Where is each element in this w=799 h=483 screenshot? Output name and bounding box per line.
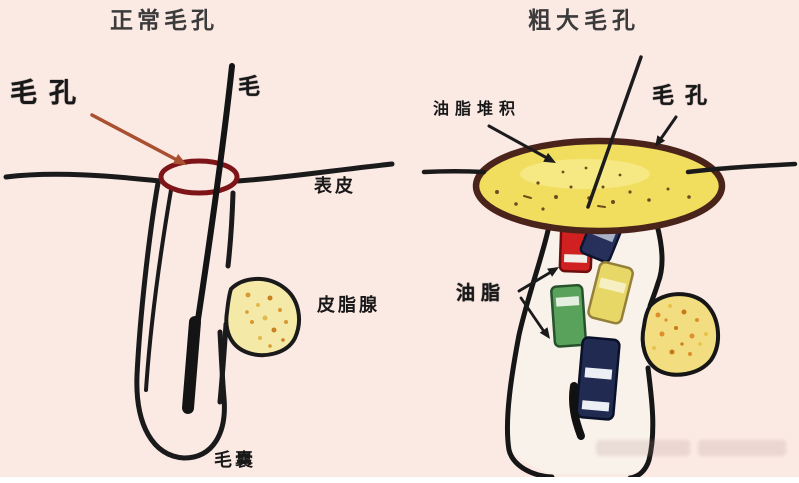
hair-root-left xyxy=(182,316,201,414)
label-oil-buildup: 油脂堆积 xyxy=(433,99,522,118)
label-oil: 油脂 xyxy=(456,282,507,304)
channel-wall-left xyxy=(504,223,555,480)
oil-buildup-arrow xyxy=(487,124,549,160)
sebaceous-gland-right xyxy=(640,292,721,377)
hair-shaft-right xyxy=(586,55,643,209)
channel-wall-right-lower xyxy=(627,365,656,481)
label-pore-right: 毛孔 xyxy=(652,84,719,109)
label-hair-follicle: 毛囊 xyxy=(214,450,256,471)
left-title: 正常毛孔 xyxy=(110,8,218,34)
follicle-wall-right-upper xyxy=(225,190,236,269)
pore-ring xyxy=(158,158,240,196)
skin-line-right2 xyxy=(685,161,798,175)
follicle-wall-right-lower xyxy=(217,321,229,405)
bottom-border xyxy=(0,477,799,483)
channel-wall-right-upper xyxy=(647,222,665,309)
normal-pore-figure xyxy=(3,63,395,461)
annotation-arrows xyxy=(487,115,678,339)
car-green xyxy=(550,283,588,348)
pore-right-arrow xyxy=(658,115,678,142)
label-sebaceous-gland: 皮脂腺 xyxy=(317,295,380,316)
skin-line-left xyxy=(3,171,163,184)
hair-root-right xyxy=(568,382,585,440)
oil-arrow-down xyxy=(519,296,547,335)
skin-line-left2 xyxy=(234,161,395,184)
car-navy-2 xyxy=(575,336,621,421)
sebaceous-gland-left xyxy=(224,277,301,358)
right-title: 粗大毛孔 xyxy=(528,8,640,34)
oil-arrow-up xyxy=(517,270,553,293)
follicle-wall-inner xyxy=(144,188,173,392)
label-hair: 毛 xyxy=(238,75,261,100)
car-yellow xyxy=(587,261,634,325)
gland-speckles-right xyxy=(652,304,708,356)
label-epidermis: 表皮 xyxy=(314,176,356,197)
watermark xyxy=(596,437,798,459)
sebum-pool-highlight xyxy=(520,159,650,189)
pore-pointer-arrow xyxy=(90,113,187,165)
enlarged-pore-figure xyxy=(421,55,798,481)
label-pore-left: 毛孔 xyxy=(10,78,88,109)
sebum-pool-speckles xyxy=(495,166,691,211)
hair-shaft-left xyxy=(194,63,235,329)
skin-line-right xyxy=(421,169,487,175)
gland-speckles-left xyxy=(245,292,288,348)
